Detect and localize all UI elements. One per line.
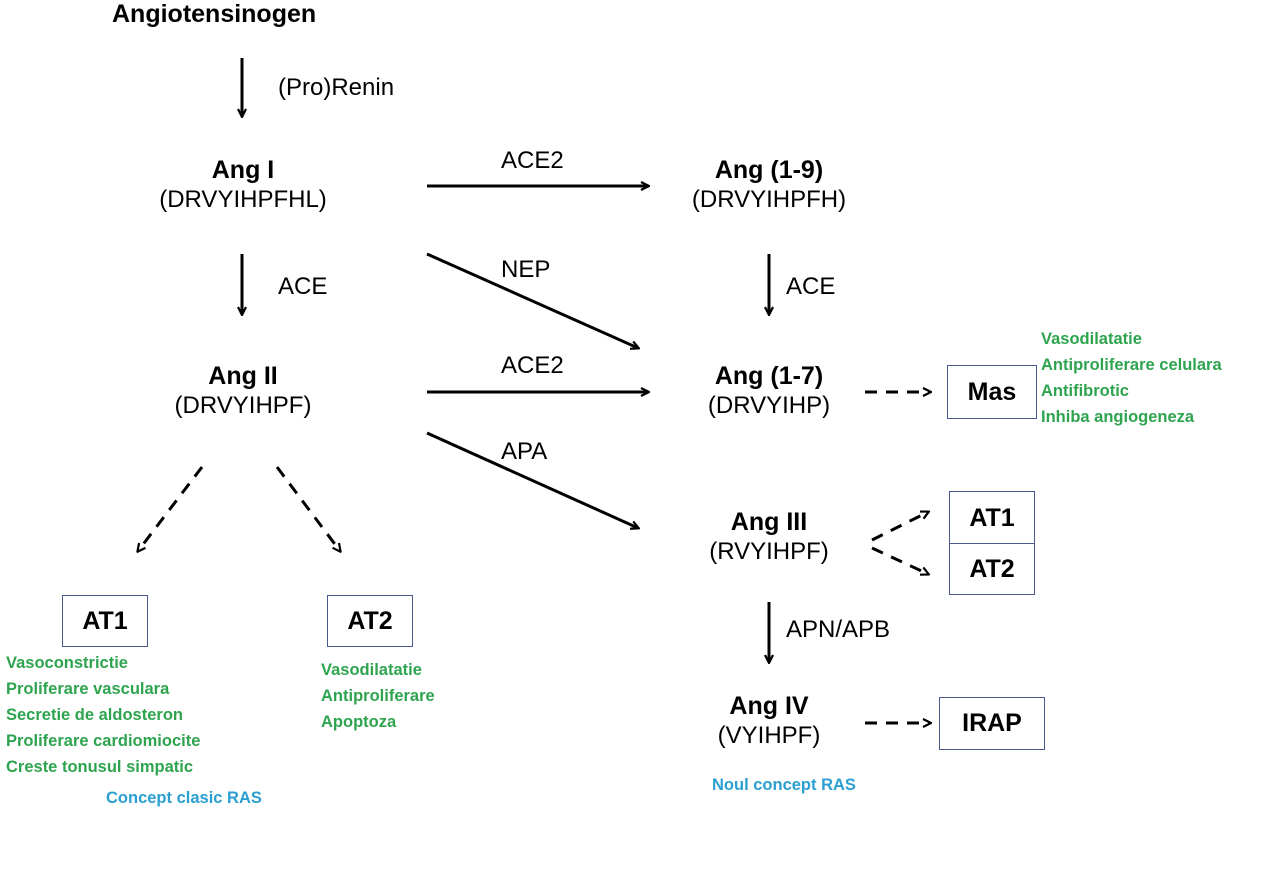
enzyme-prorenin: (Pro)Renin: [278, 74, 395, 101]
node-ang1: Ang I (DRVYIHPFHL): [159, 155, 327, 215]
enzyme-nep: NEP: [501, 256, 551, 283]
enzyme-apn-apb: APN/APB: [786, 616, 891, 643]
receptor-box-irap: IRAP: [939, 697, 1045, 750]
enzyme-ace-left: ACE: [278, 273, 328, 300]
dashed-arrow-ang3-to-at1: [871, 512, 928, 542]
enzyme-ace2-mid: ACE2: [501, 352, 564, 379]
mas-effect: Inhiba angiogeneza: [1041, 408, 1195, 426]
node-ang17-name: Ang (1-7): [714, 362, 824, 390]
node-ang3: Ang III (RVYIHPF): [709, 507, 829, 567]
at2-effects-list: Vasodilatatie Antiproliferare Apoptoza: [321, 657, 435, 735]
at1-effect: Proliferare cardiomiocite: [6, 732, 201, 750]
node-ang17-sequence: (DRVYIHP): [707, 392, 831, 419]
node-ang3-name: Ang III: [730, 508, 808, 536]
node-ang3-sequence: (RVYIHPF): [709, 538, 829, 565]
arrow-ang2-to-ang3: [426, 431, 638, 528]
dashed-arrow-ang2-to-at2: [275, 466, 340, 551]
at2-effect: Vasodilatatie: [321, 661, 422, 679]
receptor-box-at1-right: AT1: [949, 491, 1035, 545]
at1-effect: Proliferare vasculara: [6, 680, 170, 698]
node-ang19-sequence: (DRVYIHPFH): [691, 186, 847, 213]
enzyme-ace2-top: ACE2: [501, 147, 564, 174]
at1-effect: Creste tonusul simpatic: [6, 758, 194, 776]
node-ang4-name: Ang IV: [729, 692, 809, 720]
receptor-box-mas: Mas: [947, 365, 1037, 419]
node-ang4-sequence: (VYIHPF): [717, 722, 821, 749]
at1-effects-list: Vasoconstrictie Proliferare vasculara Se…: [6, 650, 200, 780]
at2-effect: Apoptoza: [321, 713, 397, 731]
at1-effect: Secretie de aldosteron: [6, 706, 183, 724]
node-ang1-name: Ang I: [211, 156, 275, 184]
concept-new-label: Noul concept RAS: [712, 776, 856, 794]
node-ang2-sequence: (DRVYIHPF): [174, 392, 312, 419]
node-ang1-sequence: (DRVYIHPFHL): [159, 186, 327, 213]
dashed-arrow-ang2-to-at1: [138, 466, 204, 551]
angiotensinogen-label: Angiotensinogen: [112, 0, 317, 28]
node-ang17: Ang (1-7) (DRVYIHP): [708, 361, 830, 421]
mas-effects-list: Vasodilatatie Antiproliferare celulara A…: [1041, 326, 1222, 430]
mas-effect: Antifibrotic: [1041, 382, 1129, 400]
enzyme-apa: APA: [501, 438, 548, 465]
arrow-ang1-to-ang17: [426, 252, 638, 348]
mas-effect: Antiproliferare celulara: [1041, 356, 1222, 374]
concept-classic-label: Concept clasic RAS: [106, 789, 262, 807]
mas-effect: Vasodilatatie: [1041, 330, 1142, 348]
enzyme-ace-right: ACE: [786, 273, 836, 300]
receptor-box-at1-left: AT1: [62, 595, 148, 647]
receptor-box-at2-right: AT2: [949, 543, 1035, 595]
node-ang2: Ang II (DRVYIHPF): [175, 361, 312, 421]
dashed-arrow-ang3-to-at2: [871, 546, 928, 574]
at2-effect: Antiproliferare: [321, 687, 435, 705]
at1-effect: Vasoconstrictie: [6, 654, 128, 672]
node-ang19-name: Ang (1-9): [714, 156, 824, 184]
receptor-box-at2-left: AT2: [327, 595, 413, 647]
node-ang2-name: Ang II: [208, 362, 278, 390]
node-ang4: Ang IV (VYIHPF): [718, 691, 821, 751]
node-ang19: Ang (1-9) (DRVYIHPFH): [692, 155, 846, 215]
